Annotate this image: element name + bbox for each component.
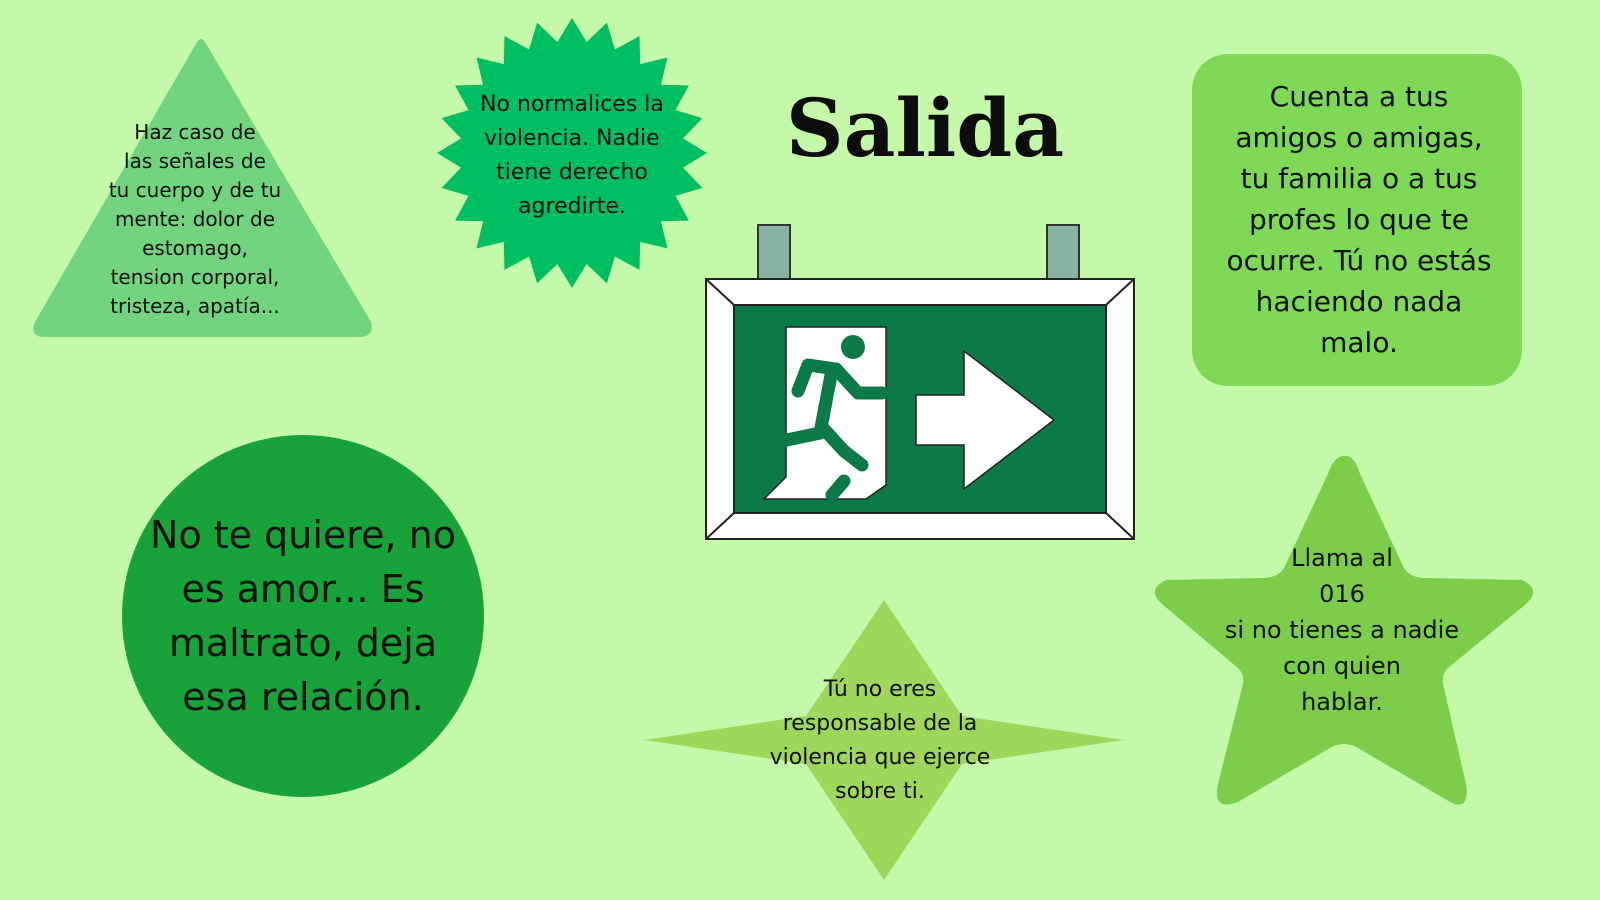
burst-badge-shape xyxy=(437,18,707,288)
rounded-rect-tip-text: Cuenta a tus amigos o amigas, tu familia… xyxy=(1226,80,1492,359)
running-person-icon xyxy=(762,326,889,502)
star-shape xyxy=(1154,455,1534,805)
rounded-rect-shape xyxy=(1192,54,1522,386)
triangle-shape xyxy=(33,39,372,337)
page-title: Salida xyxy=(785,81,1065,175)
circle-tip-text: No te quiere, no es amor... Es maltrato,… xyxy=(150,513,456,719)
arrow-right-icon xyxy=(915,349,1056,491)
four-point-star-tip-text: Tú no eres responsable de la violencia q… xyxy=(769,677,991,804)
four-point-star-shape xyxy=(644,600,1124,880)
emergency-exit-sign-icon xyxy=(705,224,1135,540)
burst-tip-text: No normalices la violencia. Nadie tiene … xyxy=(480,92,664,219)
star-tip-text: Llama al 016 si no tienes a nadie con qu… xyxy=(1224,544,1460,716)
triangle-tip-text: Haz caso de las señales de tu cuerpo y d… xyxy=(108,120,282,318)
circle-shape xyxy=(122,435,484,797)
